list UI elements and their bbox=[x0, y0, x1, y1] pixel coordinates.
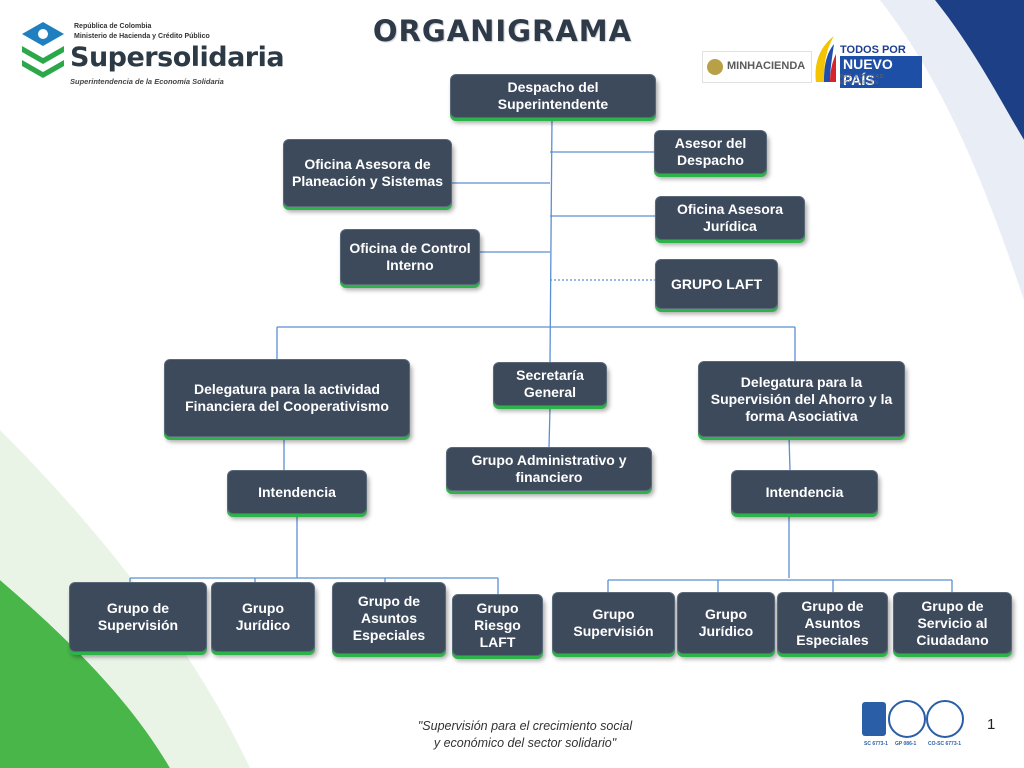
node-right-grupo-servicio-ciudadano: Grupo de Servicio al Ciudadano bbox=[893, 592, 1012, 654]
node-right-grupo-asuntos-especiales: Grupo de Asuntos Especiales bbox=[777, 592, 888, 654]
bottom-left-green-swoosh bbox=[0, 580, 170, 768]
node-delegatura-ahorro: Delegatura para la Supervisión del Ahorr… bbox=[698, 361, 905, 437]
top-right-light-swoosh bbox=[880, 0, 1024, 300]
node-oficina-juridica: Oficina Asesora Jurídica bbox=[655, 196, 805, 240]
node-asesor-despacho: Asesor del Despacho bbox=[654, 130, 767, 174]
top-right-blue-swoosh bbox=[930, 0, 1024, 140]
cert-label-3: CO-SC 6773-1 bbox=[928, 741, 962, 747]
supersolidaria-mark-icon bbox=[22, 22, 64, 78]
node-right-grupo-juridico: Grupo Jurídico bbox=[677, 592, 775, 654]
motto-line2: y económico del sector solidario" bbox=[433, 736, 617, 750]
page-title: ORGANIGRAMA bbox=[372, 14, 633, 48]
node-delegatura-financiera: Delegatura para la actividad Financiera … bbox=[164, 359, 410, 437]
node-grupo-administrativo: Grupo Administrativo y financiero bbox=[446, 447, 652, 491]
node-left-grupo-juridico: Grupo Jurídico bbox=[211, 582, 315, 652]
node-despacho-superintendente: Despacho del Superintendente bbox=[450, 74, 656, 118]
node-grupo-laft: GRUPO LAFT bbox=[655, 259, 778, 309]
footer-motto: "Supervisión para el crecimiento social … bbox=[400, 718, 650, 752]
colombia-flag-icon bbox=[815, 36, 836, 82]
motto-line1: "Supervisión para el crecimiento social bbox=[417, 719, 633, 733]
logo-ministry-text: Ministerio de Hacienda y Crédito Público bbox=[74, 33, 210, 40]
todos-line2: NUEVO PAÍS bbox=[840, 56, 922, 88]
colombia-crest-icon bbox=[707, 59, 723, 75]
todos-por-un-nuevo-pais-logo: TODOS POR UN NUEVO PAÍS PAZ EQUIDAD EDUC… bbox=[812, 36, 922, 88]
todos-line3: PAZ EQUIDAD EDUCACIÓN bbox=[840, 74, 885, 86]
logo-country-text: República de Colombia bbox=[74, 23, 152, 30]
cert-label-1: SC 6773-1 bbox=[864, 741, 888, 747]
node-oficina-planeacion: Oficina Asesora de Planeación y Sistemas bbox=[283, 139, 452, 207]
node-control-interno: Oficina de Control Interno bbox=[340, 229, 480, 285]
gp-certification-icon bbox=[888, 700, 926, 738]
minhacienda-text: MINHACIENDA bbox=[727, 60, 806, 72]
logo-tagline-text: Superintendencia de la Economía Solidari… bbox=[70, 77, 224, 86]
supersolidaria-logo: República de Colombia Ministerio de Haci… bbox=[18, 18, 285, 88]
logo-name-text: Supersolidaria bbox=[70, 42, 285, 73]
minhacienda-logo: MINHACIENDA bbox=[702, 51, 812, 83]
cert-label-2: GP 086-1 bbox=[895, 741, 917, 747]
node-intendencia-left: Intendencia bbox=[227, 470, 367, 514]
node-left-grupo-asuntos-especiales: Grupo de Asuntos Especiales bbox=[332, 582, 446, 654]
node-secretaria-general: Secretaría General bbox=[493, 362, 607, 406]
iqnet-certification-icon bbox=[926, 700, 964, 738]
iso-certification-icon bbox=[862, 702, 886, 736]
node-left-grupo-riesgo-laft: Grupo Riesgo LAFT bbox=[452, 594, 543, 656]
node-right-grupo-supervision: Grupo Supervisión bbox=[552, 592, 675, 654]
page-number: 1 bbox=[987, 716, 996, 733]
node-left-grupo-supervision: Grupo de Supervisión bbox=[69, 582, 207, 652]
node-intendencia-right: Intendencia bbox=[731, 470, 878, 514]
